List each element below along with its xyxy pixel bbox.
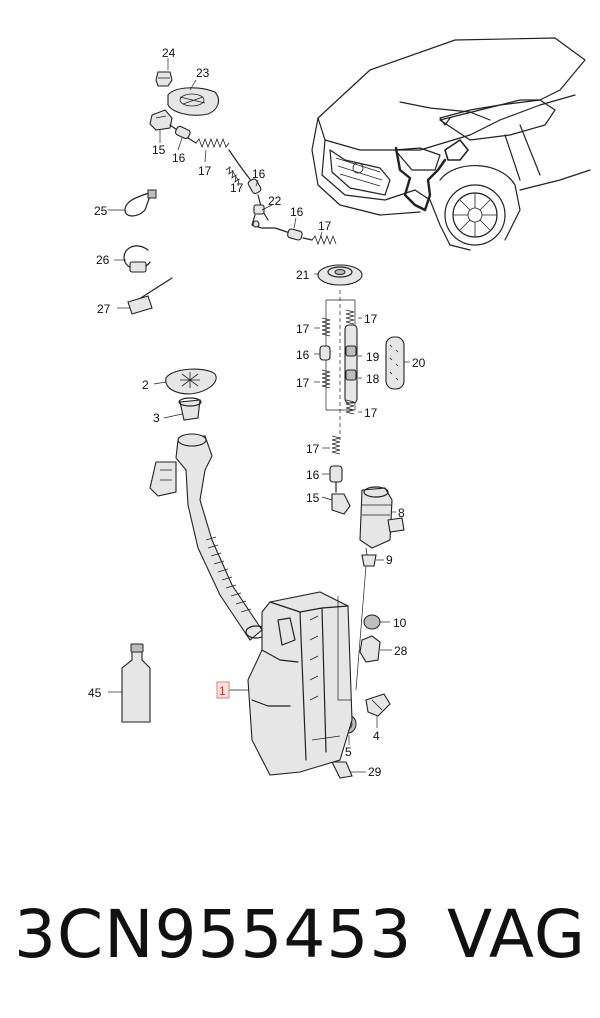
callout-18: 18	[366, 372, 380, 386]
callout-45: 45	[88, 686, 102, 700]
holder-27	[127, 277, 173, 315]
callout-29: 29	[368, 765, 382, 779]
grommet-21	[317, 264, 363, 286]
callout-26: 26	[96, 253, 110, 267]
washer-pump-8	[359, 486, 405, 563]
callout-16: 16	[296, 348, 310, 362]
seal-9	[361, 554, 377, 567]
callout-21: 21	[296, 268, 310, 282]
callout-15: 15	[306, 491, 320, 505]
grommet-10	[363, 614, 381, 630]
callout-17: 17	[364, 312, 378, 326]
brand-name: VAG	[446, 896, 586, 973]
washer-reservoir-1	[149, 433, 353, 776]
filler-cap-2	[165, 368, 217, 395]
clip-24	[155, 71, 173, 87]
callout-16: 16	[252, 167, 266, 181]
parts-diagram: 24 23 15 16 17 17 16 22 16 17 21 25 26 2…	[88, 37, 591, 779]
nozzle-assembly-23	[167, 87, 220, 116]
filler-neck-3	[178, 397, 202, 421]
callout-22: 22	[268, 194, 282, 208]
callout-17: 17	[230, 181, 244, 195]
callout-17: 17	[318, 219, 332, 233]
filter-20	[385, 336, 405, 390]
callout-16: 16	[172, 151, 186, 165]
callout-16: 16	[306, 468, 320, 482]
bracket-28	[359, 635, 381, 663]
callout-1: 1	[219, 684, 226, 698]
fluid-bottle-45	[121, 643, 151, 723]
center-hose-chain	[319, 290, 358, 515]
callout-15: 15	[152, 143, 166, 157]
callout-20: 20	[412, 356, 426, 370]
callout-4: 4	[373, 729, 380, 743]
callout-labels: 24 23 15 16 17 17 16 22 16 17 21 25 26 2…	[88, 46, 426, 779]
callout-17: 17	[296, 376, 310, 390]
callout-17: 17	[198, 164, 212, 178]
callout-2: 2	[142, 378, 149, 392]
clip-26	[123, 245, 151, 273]
callout-17: 17	[296, 322, 310, 336]
callout-24: 24	[162, 46, 176, 60]
caption-bar: 3CN955453 VAG	[0, 890, 600, 980]
callout-9: 9	[386, 553, 393, 567]
callout-5: 5	[345, 745, 352, 759]
callout-17: 17	[306, 442, 320, 456]
cable-tie-25	[124, 189, 157, 217]
part-number: 3CN955453	[14, 896, 413, 973]
callout-8: 8	[398, 506, 405, 520]
clip-29	[331, 761, 353, 779]
callout-28: 28	[394, 644, 408, 658]
callout-23: 23	[196, 66, 210, 80]
connector-15-upper	[149, 109, 173, 131]
callout-17: 17	[364, 406, 378, 420]
upper-hose-chain	[169, 124, 337, 246]
callout-3: 3	[153, 411, 160, 425]
callout-27: 27	[97, 302, 111, 316]
callout-16: 16	[290, 205, 304, 219]
callout-10: 10	[393, 616, 407, 630]
callout-25: 25	[94, 204, 108, 218]
callout-19: 19	[366, 350, 380, 364]
part-1-highlight-box	[216, 681, 230, 699]
vehicle-front-illustration	[311, 37, 591, 251]
level-sender-4	[365, 693, 391, 717]
leader-lines	[108, 58, 410, 773]
